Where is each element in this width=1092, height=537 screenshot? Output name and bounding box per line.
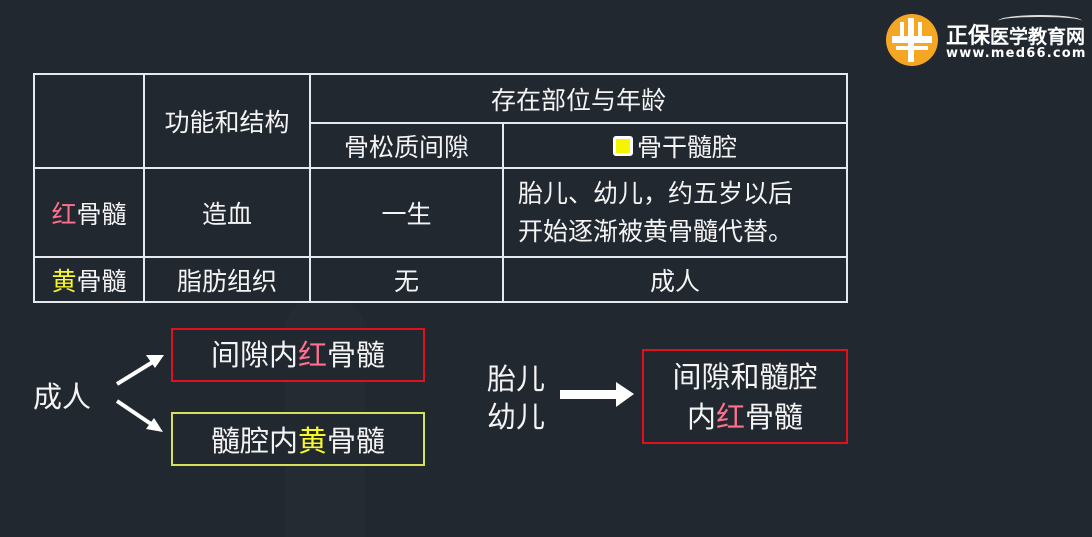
cell-spongy: 无: [309, 256, 504, 303]
marrow-word: 骨髓: [76, 266, 127, 296]
fetus-label: 胎儿: [487, 362, 546, 396]
cell-spongy: 一生: [309, 167, 504, 258]
arrow-right-head: [616, 382, 634, 407]
yellow-word: 黄: [297, 424, 327, 458]
cell-function: 脂肪组织: [143, 256, 311, 303]
cavity-line2: 开始逐渐被黄骨髓代替。: [518, 216, 794, 246]
bone-marrow-table: 功能和结构 存在部位与年龄 骨松质间隙 骨干髓腔 红骨髓 造血 一生 胎儿、幼儿…: [33, 73, 848, 303]
box-line2: 内红骨髓: [644, 397, 846, 437]
child-label: 幼儿: [487, 400, 546, 434]
adult-label: 成人: [33, 380, 92, 414]
header-medullary-cavity: 骨干髓腔: [502, 122, 848, 169]
child-red-marrow-box: 间隙和髓腔 内红骨髓: [642, 349, 848, 444]
red-word: 红: [51, 199, 77, 229]
header-medullary-cavity-label: 骨干髓腔: [636, 132, 737, 162]
logo-url: www.med66.com: [946, 46, 1087, 61]
arrow-down-right-icon: [115, 399, 156, 428]
row-name-red-marrow: 红骨髓: [33, 167, 145, 258]
arrow-up-right-icon: [115, 358, 158, 386]
table-row: 红骨髓 造血 一生 胎儿、幼儿，约五岁以后开始逐渐被黄骨髓代替。: [33, 167, 848, 258]
table-corner-cell: [33, 73, 145, 169]
yellow-word: 黄: [51, 266, 77, 296]
box-text: 骨髓: [327, 424, 386, 458]
fetus-child-label: 胎儿 幼儿: [487, 360, 545, 436]
red-word: 红: [297, 338, 327, 372]
box-text: 骨髓: [745, 400, 804, 434]
box-text: 间隙内: [210, 338, 298, 372]
logo-emblem-icon: [886, 14, 938, 66]
header-function: 功能和结构: [143, 73, 311, 169]
logo-subtitle: 医学教育网: [990, 26, 1086, 48]
arrow-up-right-head: [146, 355, 164, 368]
box-line1: 间隙和髓腔: [672, 360, 818, 394]
bullet-icon: [612, 135, 633, 156]
box-text: 内: [686, 400, 716, 434]
header-location-age: 存在部位与年龄: [309, 73, 848, 124]
header-spongy-space: 骨松质间隙: [309, 122, 504, 169]
box-text: 骨髓: [327, 338, 386, 372]
arrow-right-icon: [560, 390, 618, 399]
table-row: 黄骨髓 脂肪组织 无 成人: [33, 256, 848, 303]
logo-brand: 正保: [946, 24, 991, 49]
adult-red-marrow-box: 间隙内红骨髓: [171, 328, 425, 382]
logo-arc: [998, 15, 1082, 27]
row-name-yellow-marrow: 黄骨髓: [33, 256, 145, 303]
logo-title: 正保医学教育网: [946, 18, 1085, 50]
arrow-down-right-head: [146, 418, 163, 432]
cell-cavity: 胎儿、幼儿，约五岁以后开始逐渐被黄骨髓代替。: [502, 167, 848, 258]
cell-function: 造血: [143, 167, 311, 258]
cavity-line1: 胎儿、幼儿，约五岁以后: [518, 178, 794, 208]
box-text: 髓腔内: [210, 424, 298, 458]
marrow-word: 骨髓: [76, 199, 127, 229]
cell-cavity: 成人: [502, 256, 848, 303]
red-word: 红: [715, 400, 745, 434]
adult-yellow-marrow-box: 髓腔内黄骨髓: [171, 412, 425, 466]
logo: 正保医学教育网 www.med66.com: [886, 14, 1086, 68]
